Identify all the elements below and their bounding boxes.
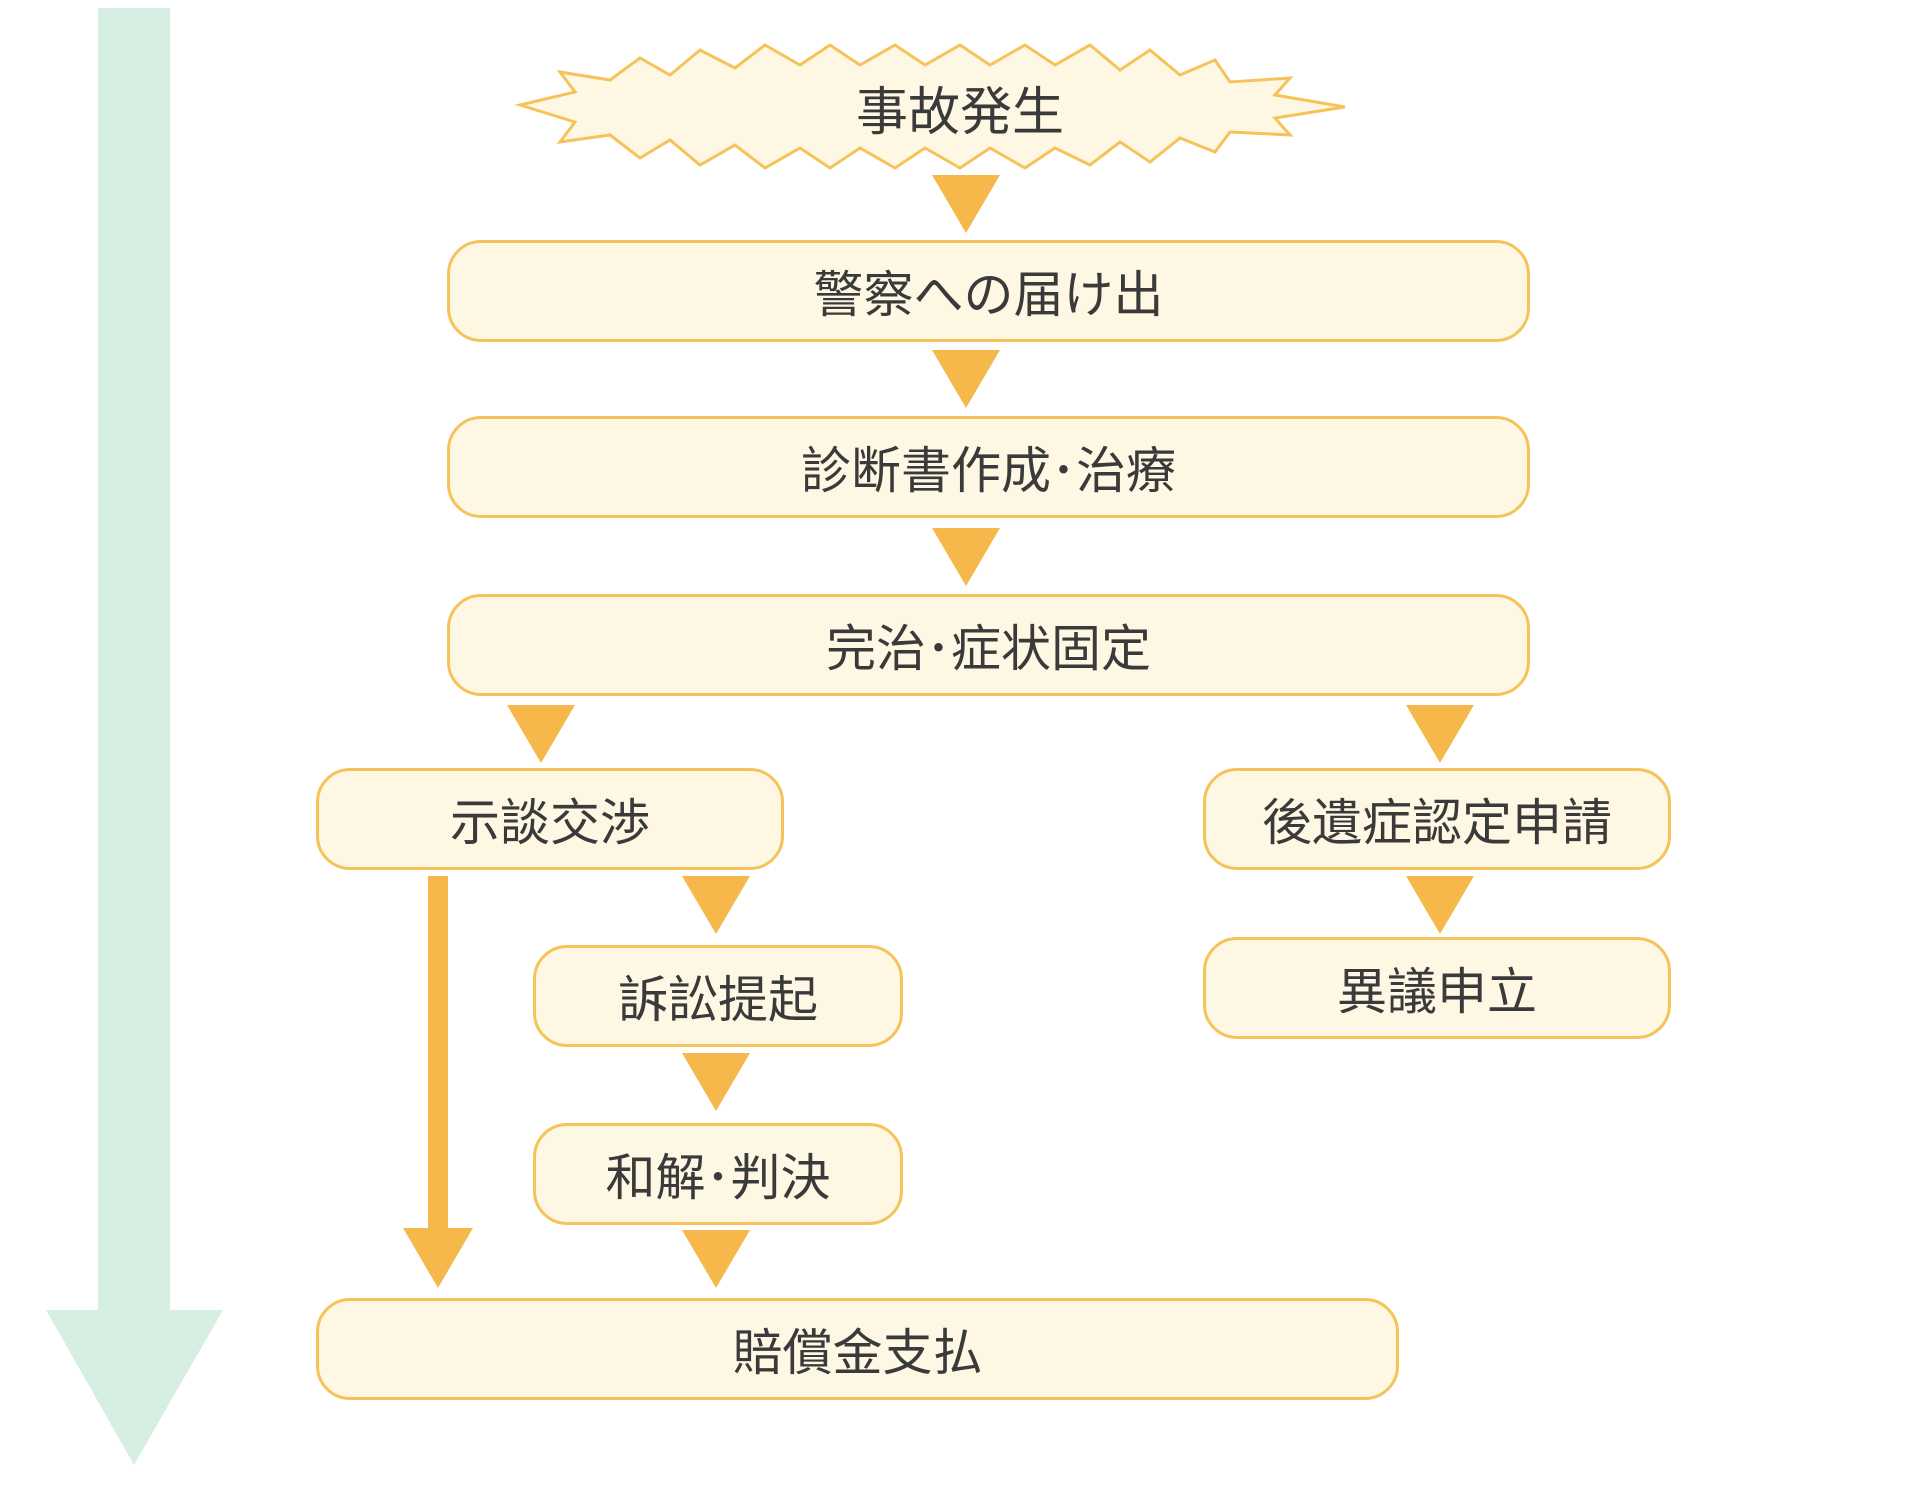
arrow-start-to-police (932, 175, 1000, 233)
arrow-lawsuit-to-settlement (682, 1053, 750, 1111)
step-negotiation: 示談交渉 (316, 768, 784, 870)
accident-occurrence-label: 事故発生 (855, 83, 1064, 143)
step-objection: 異議申立 (1203, 937, 1671, 1039)
step-recovery-fixed: 完治･症状固定 (447, 594, 1530, 696)
step-police-report: 警察への届け出 (447, 240, 1530, 342)
step-diagnosis-treatment: 診断書作成･治療 (447, 416, 1530, 518)
arrow-recovery-to-negotiation (507, 705, 575, 763)
accident-burst-shape (514, 43, 1346, 170)
step-disability-certification: 後遺症認定申請 (1203, 768, 1671, 870)
step-compensation-payment: 賠償金支払 (316, 1298, 1399, 1400)
timeline-arrow (46, 8, 223, 1465)
arrow-certification-to-objection (1406, 876, 1474, 934)
arrow-negotiation-to-lawsuit (682, 876, 750, 934)
arrow-recovery-to-certification (1406, 705, 1474, 763)
arrow-diagnosis-to-recovery (932, 528, 1000, 586)
step-lawsuit: 訴訟提起 (533, 945, 903, 1047)
arrow-settlement-to-payment (682, 1230, 750, 1288)
arrow-negotiation-to-payment (403, 876, 473, 1288)
arrow-police-to-diagnosis (932, 350, 1000, 408)
step-settlement-judgment: 和解･判決 (533, 1123, 903, 1225)
